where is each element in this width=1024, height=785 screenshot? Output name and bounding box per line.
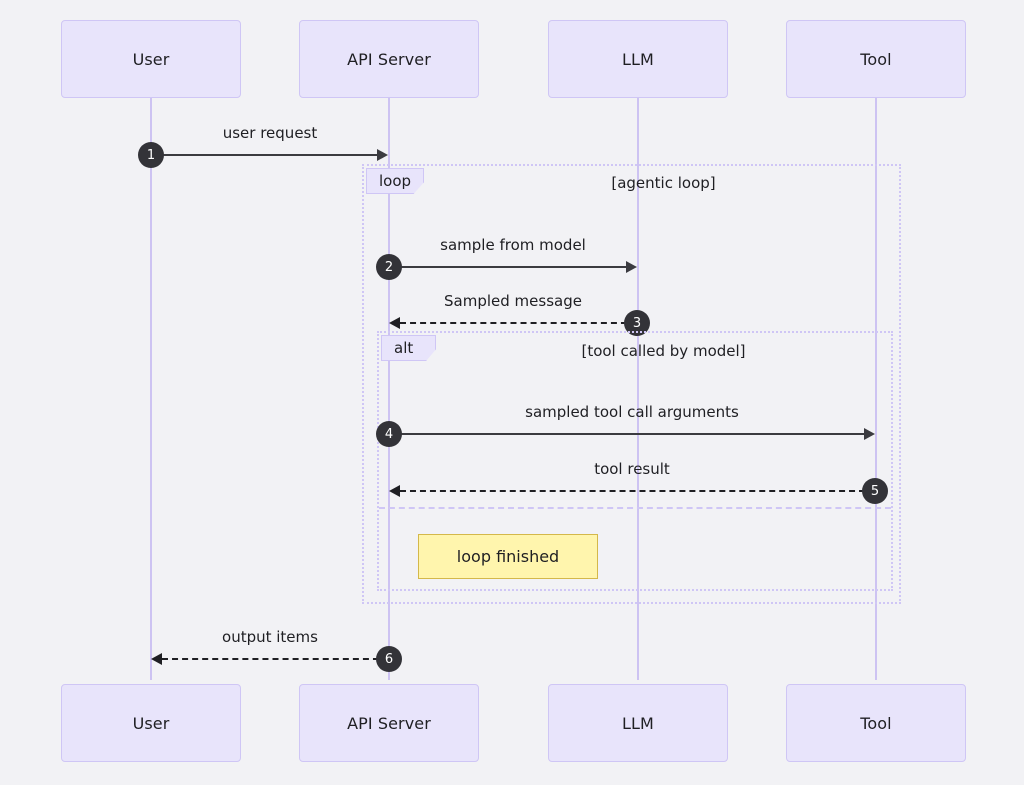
sequence-badge-1: 1	[138, 142, 164, 168]
message-label-2: sample from model	[440, 236, 586, 254]
message-arrowhead-4	[864, 428, 875, 440]
message-line-4	[389, 433, 865, 435]
lifeline-api-server	[388, 98, 390, 680]
sequence-badge-2: 2	[376, 254, 402, 280]
participant-label: Tool	[860, 713, 892, 733]
message-line-3	[400, 322, 637, 324]
message-label-3: Sampled message	[444, 292, 582, 310]
note-text: loop finished	[456, 547, 560, 566]
lifeline-user	[150, 98, 152, 680]
message-label-6: output items	[222, 628, 318, 646]
message-line-6	[162, 658, 389, 660]
participant-label: User	[132, 49, 170, 69]
fragment-condition-alt: [tool called by model]	[581, 342, 746, 360]
lifeline-tool	[875, 98, 877, 680]
fragment-tag-alt: alt	[381, 335, 436, 361]
message-label-4: sampled tool call arguments	[525, 403, 739, 421]
participant-user-top[interactable]: User	[61, 20, 241, 98]
message-line-1	[151, 154, 378, 156]
participant-tool-top[interactable]: Tool	[786, 20, 966, 98]
participant-label: User	[132, 713, 170, 733]
participant-api-server-top[interactable]: API Server	[299, 20, 479, 98]
participant-llm-bottom[interactable]: LLM	[548, 684, 728, 762]
fragment-loop	[362, 164, 901, 604]
fragment-tag-label: loop	[379, 172, 412, 190]
participant-label: LLM	[622, 713, 654, 733]
message-line-5	[400, 490, 875, 492]
note-loop-finished: loop finished	[418, 534, 598, 579]
participant-label: LLM	[622, 49, 654, 69]
message-label-5: tool result	[594, 460, 670, 478]
fragment-condition-loop: [agentic loop]	[611, 174, 716, 192]
participant-llm-top[interactable]: LLM	[548, 20, 728, 98]
message-line-2	[389, 266, 627, 268]
fragment-divider-alt	[379, 507, 891, 509]
fragment-tag-label: alt	[394, 339, 414, 357]
message-arrowhead-2	[626, 261, 637, 273]
message-arrowhead-1	[377, 149, 388, 161]
fragment-alt	[377, 331, 893, 591]
fragment-tag-loop: loop	[366, 168, 424, 194]
participant-user-bottom[interactable]: User	[61, 684, 241, 762]
participant-tool-bottom[interactable]: Tool	[786, 684, 966, 762]
lifeline-llm	[637, 98, 639, 680]
participant-label: API Server	[347, 49, 431, 69]
sequence-badge-6: 6	[376, 646, 402, 672]
message-label-1: user request	[222, 124, 318, 142]
sequence-badge-5: 5	[862, 478, 888, 504]
participant-label: API Server	[347, 713, 431, 733]
message-arrowhead-3	[389, 317, 400, 329]
sequence-badge-4: 4	[376, 421, 402, 447]
participant-api-server-bottom[interactable]: API Server	[299, 684, 479, 762]
participant-label: Tool	[860, 49, 892, 69]
message-arrowhead-6	[151, 653, 162, 665]
message-arrowhead-5	[389, 485, 400, 497]
